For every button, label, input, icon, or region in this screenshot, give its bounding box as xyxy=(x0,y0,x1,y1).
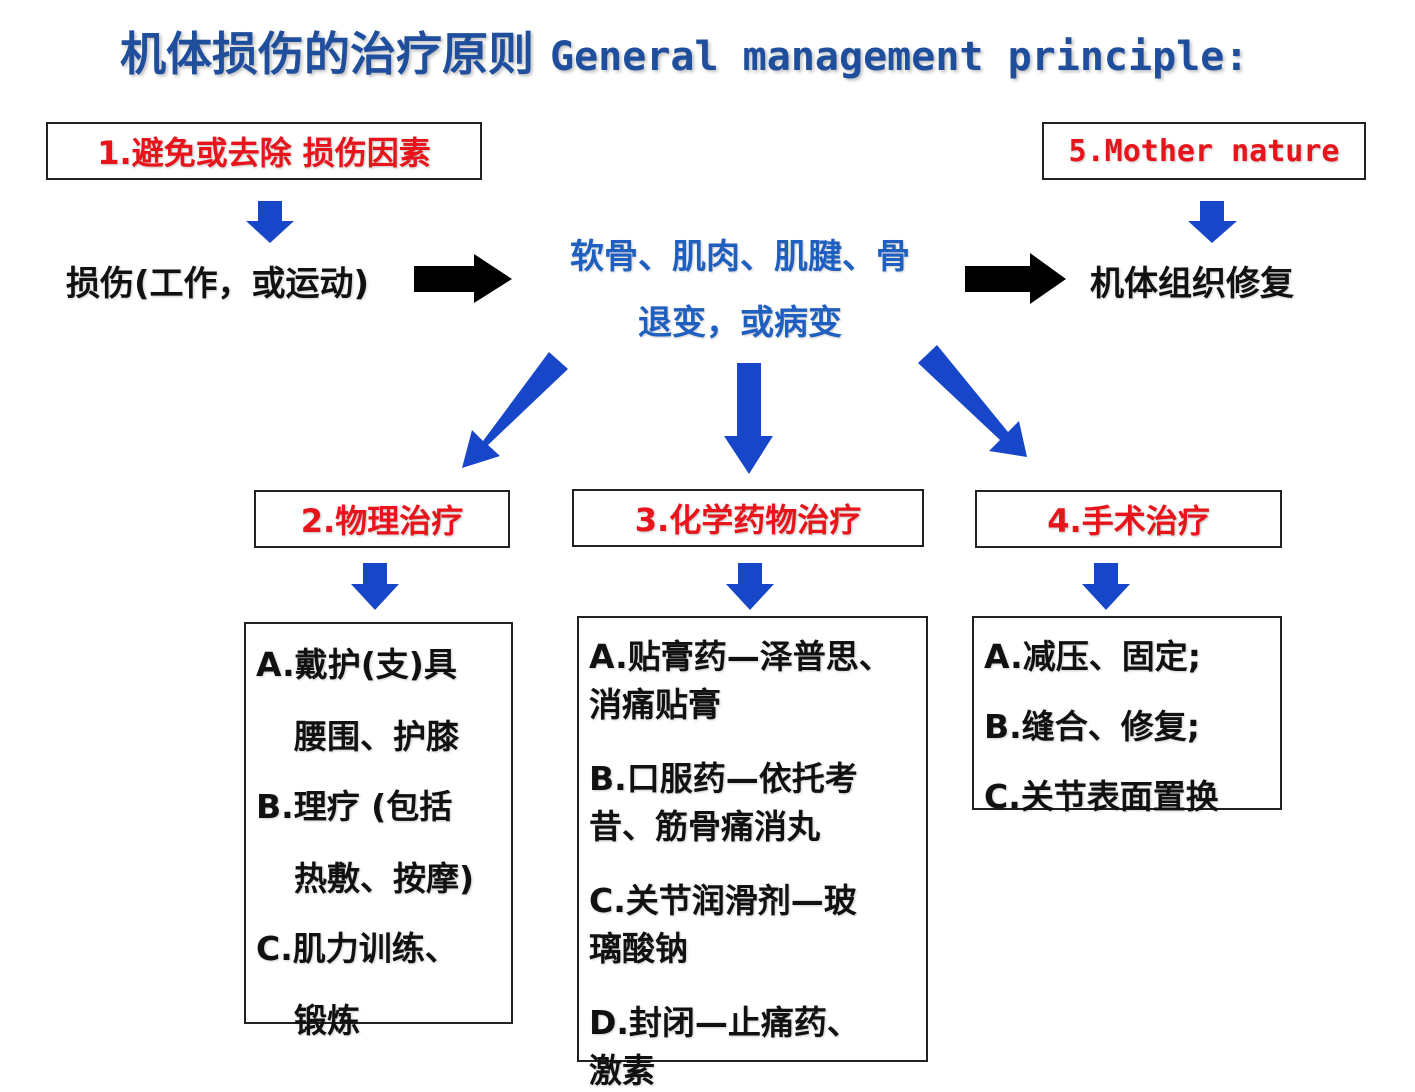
arrow-down-center xyxy=(724,363,773,474)
list-item: B.缝合、修复; xyxy=(984,707,1200,746)
item-main: A.贴膏药—泽普思、 xyxy=(589,637,892,676)
step4-box: 4.手术治疗 xyxy=(975,490,1282,548)
injury-label: 损伤(工作，或运动) xyxy=(66,264,370,304)
list-item: D.封闭—止痛药、 激素 xyxy=(589,996,916,1092)
arrow-down-step4 xyxy=(1082,563,1130,610)
arrow-right-repair xyxy=(965,253,1066,304)
arrow-diag-right xyxy=(918,345,1027,457)
step5-label: 5.Mother nature xyxy=(1068,133,1340,169)
arrow-down-step3 xyxy=(726,563,774,610)
list-item: B.口服药—依托考 昔、筋骨痛消丸 xyxy=(589,752,916,848)
item-sub: 腰围、护膝 xyxy=(294,717,459,756)
list-item: C.肌力训练、 锻炼 xyxy=(256,922,501,1042)
item-main: D.封闭—止痛药、 xyxy=(589,1003,860,1042)
list-item: A.减压、固定; xyxy=(984,637,1201,676)
list-item: A.贴膏药—泽普思、 消痛贴膏 xyxy=(589,630,916,726)
title-en: General management principle: xyxy=(550,34,1249,80)
arrow-down-step2 xyxy=(351,563,399,610)
step2-list: A.戴护(支)具 腰围、护膝 B.理疗 (包括 热敷、按摩) C.肌力训练、 锻… xyxy=(244,622,513,1040)
step3-box: 3.化学药物治疗 xyxy=(572,489,924,547)
step1-label: 1.避免或去除 损伤因素 xyxy=(97,134,431,172)
step3-list: A.贴膏药—泽普思、 消痛贴膏 B.口服药—依托考 昔、筋骨痛消丸 C.关节润滑… xyxy=(577,616,928,1090)
item-main: A.戴护(支)具 xyxy=(256,645,457,684)
repair-label: 机体组织修复 xyxy=(1090,264,1294,304)
arrow-right-injury xyxy=(414,254,512,303)
step2-label: 2.物理治疗 xyxy=(300,502,464,540)
list-item: C.关节表面置换 xyxy=(984,777,1219,816)
list-item: C.关节润滑剂—玻 璃酸钠 xyxy=(589,874,916,970)
item-sub: 激素 xyxy=(589,1051,655,1090)
step2-box: 2.物理治疗 xyxy=(254,490,510,548)
step4-label: 4.手术治疗 xyxy=(1047,502,1210,540)
item-main: C.关节润滑剂—玻 xyxy=(589,881,857,920)
step3-label: 3.化学药物治疗 xyxy=(634,501,862,539)
step1-box: 1.避免或去除 损伤因素 xyxy=(46,122,482,180)
item-main: C.肌力训练、 xyxy=(256,929,458,968)
arrow-diag-left xyxy=(462,352,568,468)
title-zh: 机体损伤的治疗原则 xyxy=(120,27,534,81)
item-sub: 昔、筋骨痛消丸 xyxy=(589,807,820,846)
step4-list: A.减压、固定; B.缝合、修复; C.关节表面置换 xyxy=(972,616,1282,816)
step5-box: 5.Mother nature xyxy=(1042,122,1366,180)
list-item: A.戴护(支)具 腰围、护膝 xyxy=(256,638,501,758)
center-line2: 退变，或病变 xyxy=(638,303,842,343)
item-main: B.口服药—依托考 xyxy=(589,759,858,798)
arrow-down-step5 xyxy=(1188,201,1237,243)
list-item: B.理疗 (包括 热敷、按摩) xyxy=(256,780,501,900)
item-sub: 消痛贴膏 xyxy=(589,685,721,724)
center-label: 软骨、肌肉、肌腱、骨 退变，或病变 xyxy=(540,232,940,348)
item-sub: 锻炼 xyxy=(294,1001,360,1040)
item-sub: 热敷、按摩) xyxy=(294,859,475,898)
center-line1: 软骨、肌肉、肌腱、骨 xyxy=(570,237,910,277)
item-main: B.理疗 (包括 xyxy=(256,787,453,826)
page-title: 机体损伤的治疗原则 General management principle: xyxy=(120,24,1400,87)
arrow-down-step1 xyxy=(246,201,294,243)
item-sub: 璃酸钠 xyxy=(589,929,688,968)
